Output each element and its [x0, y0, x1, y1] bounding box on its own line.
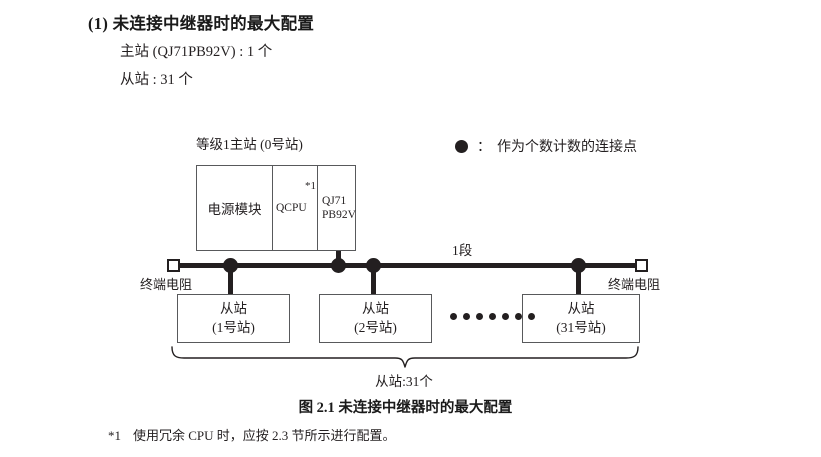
- legend-label: 作为个数计数的连接点: [497, 140, 637, 155]
- slave-station-box: 从站 (1号站): [177, 294, 290, 343]
- slave-drop-line: [576, 266, 581, 295]
- network-module-label-line2: PB92V: [322, 209, 356, 221]
- legend-separator: ：: [477, 140, 491, 155]
- slave-station-number: (31号站): [556, 319, 606, 335]
- ellipsis-dot: [502, 313, 509, 320]
- ellipsis-dots: [450, 313, 535, 320]
- slave-drop-line: [228, 266, 233, 295]
- connection-point-dot: [331, 258, 346, 273]
- terminating-resistor-left-label: 终端电阻: [140, 277, 193, 292]
- brace-label: 从站:31个: [375, 374, 433, 389]
- ellipsis-dot: [476, 313, 483, 320]
- brace-icon: [171, 346, 639, 368]
- network-module-cell: QJ71 PB92V: [318, 166, 356, 250]
- bus-line: [178, 263, 636, 268]
- section-line-slave-count: 从站 : 31 个: [120, 72, 193, 88]
- footnote-text: 使用冗余 CPU 时，应按 2.3 节所示进行配置。: [133, 428, 396, 443]
- figure-caption-wrapper: 图 2.1 未连接中继器时的最大配置: [0, 396, 821, 417]
- connection-point-dot: [366, 258, 381, 273]
- footnote: *1 使用冗余 CPU 时，应按 2.3 节所示进行配置。: [108, 425, 396, 444]
- filled-circle-icon: [455, 139, 468, 153]
- slave-station-box: 从站 (2号站): [319, 294, 432, 343]
- slave-station-box: 从站 (31号站): [522, 294, 640, 343]
- slave-station-title: 从站: [567, 301, 595, 317]
- ellipsis-dot: [463, 313, 470, 320]
- ellipsis-dot: [489, 313, 496, 320]
- terminating-resistor-left-icon: [167, 259, 180, 272]
- power-module-cell: 电源模块: [197, 166, 273, 250]
- cpu-module-cell: QCPU *1: [273, 166, 318, 250]
- slave-station-title: 从站: [362, 301, 389, 317]
- slave-station-title: 从站: [220, 301, 247, 317]
- legend: ： 作为个数计数的连接点: [455, 136, 637, 156]
- master-station-label: 等级1主站 (0号站): [196, 137, 303, 152]
- connection-point-dot: [571, 258, 586, 273]
- cpu-footnote-marker: *1: [305, 180, 316, 192]
- slave-drop-line: [371, 266, 376, 295]
- section-line-master-count: 主站 (QJ71PB92V) : 1 个: [120, 44, 273, 60]
- terminating-resistor-right-icon: [635, 259, 648, 272]
- cpu-module-label: QCPU: [276, 202, 307, 214]
- network-module-label-line1: QJ71: [322, 194, 347, 207]
- terminating-resistor-right-label: 终端电阻: [608, 277, 661, 292]
- slave-count-brace: [170, 345, 640, 369]
- footnote-marker: *1: [108, 428, 121, 443]
- brace-label-wrapper: 从站:31个: [0, 370, 821, 390]
- ellipsis-dot: [450, 313, 457, 320]
- slave-station-number: (1号站): [212, 319, 255, 335]
- master-rack: 电源模块 QCPU *1 QJ71 PB92V: [196, 165, 356, 251]
- connection-point-dot: [223, 258, 238, 273]
- figure-caption: 图 2.1 未连接中继器时的最大配置: [298, 400, 513, 416]
- section-title: (1) 未连接中继器时的最大配置: [88, 14, 315, 33]
- ellipsis-dot: [528, 313, 535, 320]
- segment-label: 1段: [452, 243, 473, 258]
- ellipsis-dot: [515, 313, 522, 320]
- slave-station-number: (2号站): [354, 319, 397, 335]
